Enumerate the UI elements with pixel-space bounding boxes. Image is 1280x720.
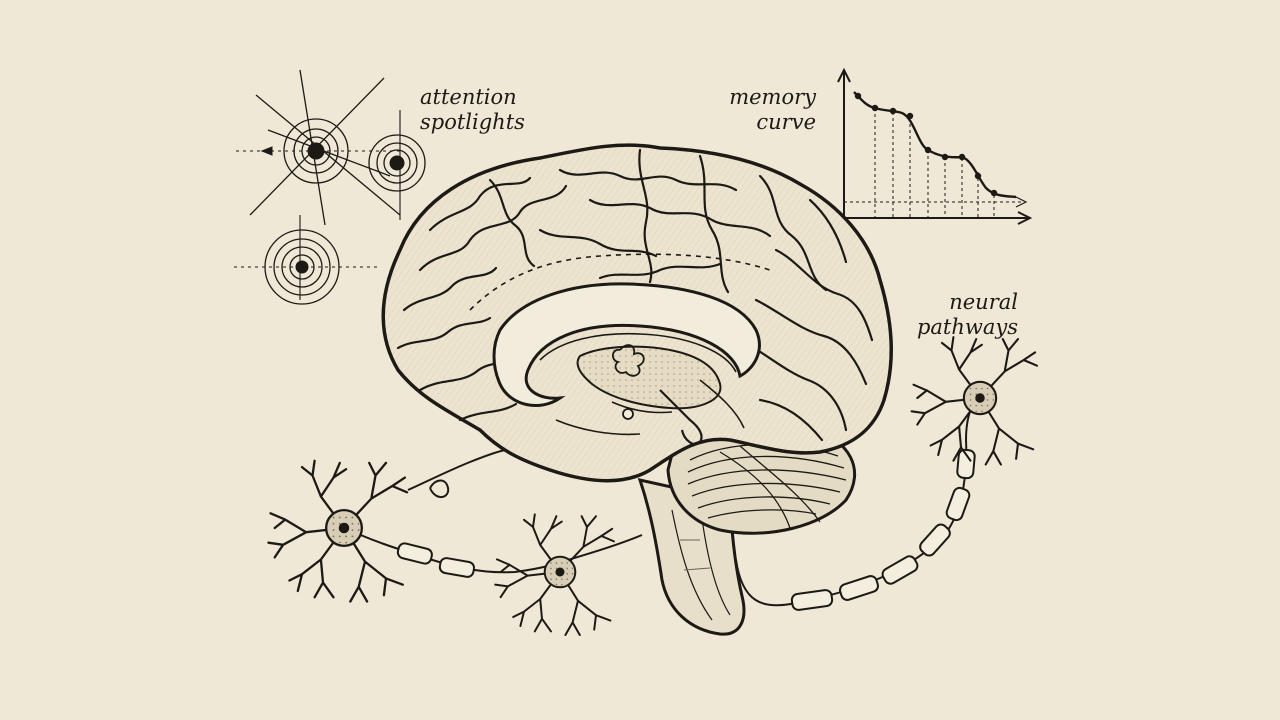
neural-pathways-label: neural pathways [900,290,1018,340]
label-line: pathways [916,315,1018,339]
memory-curve-icon [837,67,1033,225]
myelin-sheath-left [396,542,476,578]
label-line: neural [949,290,1018,314]
label-line: memory [729,85,816,109]
neuron-icon [910,336,1039,466]
attention-spotlights-label: attention spotlights [420,85,525,135]
neuron-icon [267,459,409,603]
label-line: spotlights [420,110,525,134]
attention-spotlight-icon [234,69,426,305]
label-line: curve [756,110,816,134]
label-line: attention [420,85,517,109]
memory-curve-label: memory curve [700,85,816,135]
neuron-icon [494,513,615,636]
brain-illustration [381,143,893,636]
myelin-sheath-lower [790,448,976,611]
